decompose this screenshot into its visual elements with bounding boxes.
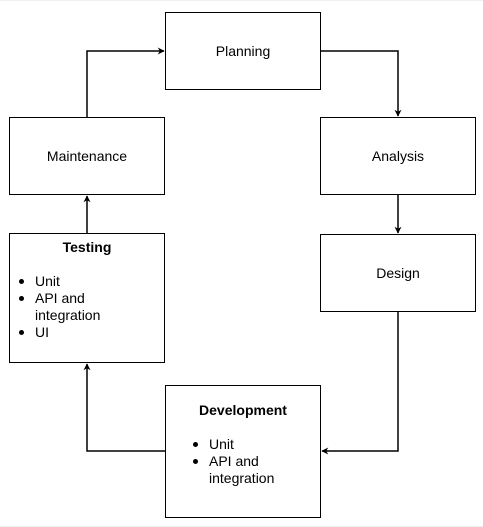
node-maintenance-label: Maintenance [46, 147, 128, 164]
list-item: Unit [186, 436, 320, 453]
edge-maintenance-to-planning [86, 47, 165, 117]
edge-planning-to-analysis [321, 50, 402, 117]
node-testing: Testing Unit API and integration UI [9, 233, 165, 363]
node-analysis-label: Analysis [371, 147, 425, 164]
node-planning: Planning [165, 12, 321, 90]
node-development: Development Unit API and integration [165, 385, 321, 518]
edge-development-to-testing [83, 363, 165, 452]
node-design-label: Design [376, 264, 420, 281]
node-testing-list: Unit API and integration UI [12, 273, 164, 341]
node-development-title: Development [199, 402, 287, 418]
list-item: UI [12, 324, 164, 341]
node-design: Design [320, 234, 476, 312]
list-item: Unit [12, 273, 164, 290]
node-analysis: Analysis [320, 117, 476, 195]
list-item: API and integration [12, 290, 119, 324]
node-planning-label: Planning [215, 42, 271, 59]
node-maintenance: Maintenance [9, 117, 165, 195]
edge-design-to-development [321, 312, 399, 455]
node-testing-title: Testing [62, 239, 112, 255]
node-development-list: Unit API and integration [186, 436, 320, 487]
list-item: API and integration [186, 453, 293, 487]
